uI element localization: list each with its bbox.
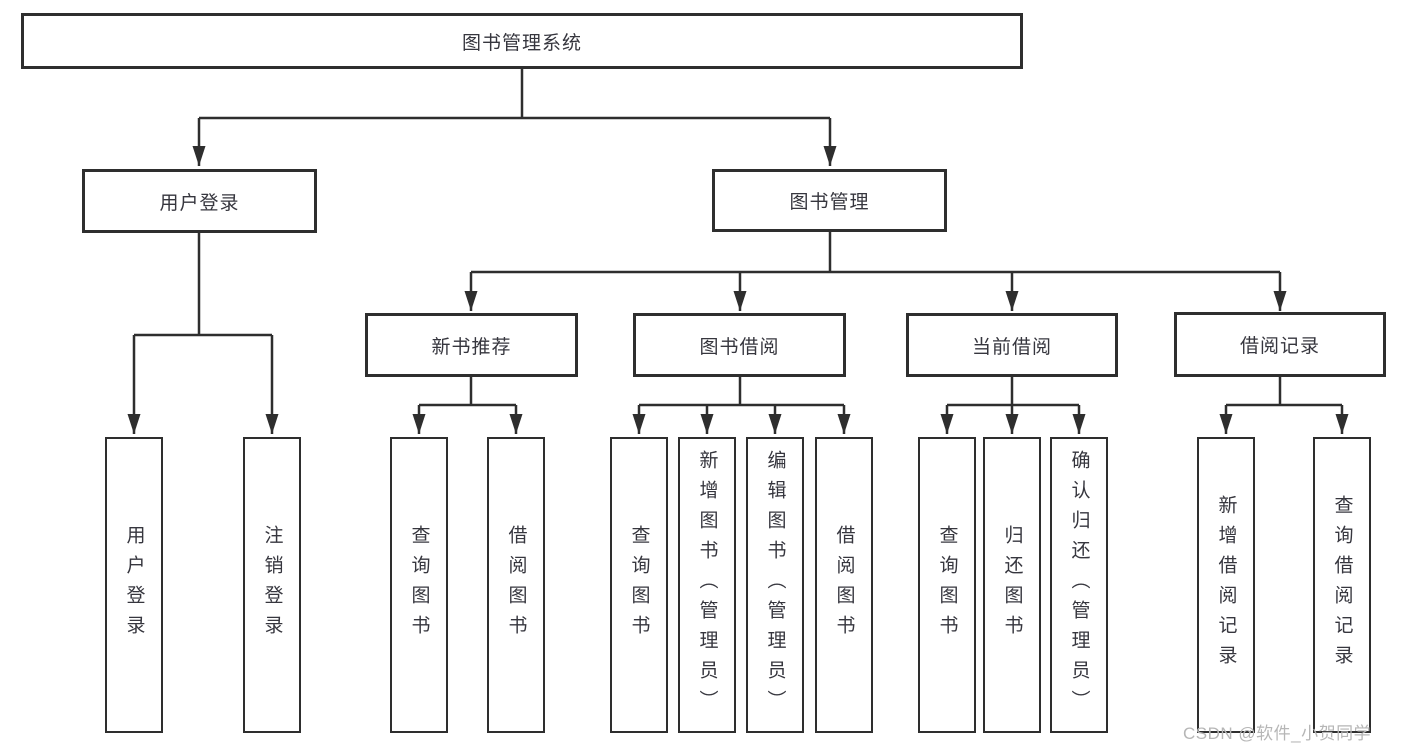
leaf-logout-label: 注销登录 [261,525,283,645]
leaf-add-books-admin: 新增图书（管理员） [678,437,736,733]
node-current-borrow-label: 当前借阅 [971,336,1052,358]
node-user-login: 用户登录 [82,169,317,233]
leaf-return-books: 归还图书 [983,437,1041,733]
leaf-confirm-return-admin: 确认归还（管理员） [1050,437,1108,733]
leaf-borrow-books-newrec-label: 借阅图书 [505,525,527,645]
leaf-add-borrow-record: 新增借阅记录 [1197,437,1255,733]
leaf-return-books-label: 归还图书 [1001,525,1023,645]
leaf-borrow-books-newrec: 借阅图书 [487,437,545,733]
leaf-borrow-books-borrow: 借阅图书 [815,437,873,733]
node-book-borrow-label: 图书借阅 [699,336,780,358]
leaf-add-books-admin-label: 新增图书（管理员） [696,450,718,720]
leaf-user-login-label: 用户登录 [123,525,145,645]
leaf-edit-books-admin: 编辑图书（管理员） [746,437,804,733]
leaf-user-login: 用户登录 [105,437,163,733]
leaf-query-books-borrow: 查询图书 [610,437,668,733]
leaf-query-books-current-label: 查询图书 [936,525,958,645]
leaf-query-books-current: 查询图书 [918,437,976,733]
leaf-add-borrow-record-label: 新增借阅记录 [1215,495,1237,675]
leaf-query-books-newrec-label: 查询图书 [408,525,430,645]
watermark: CSDN @软件_小贺同学 [1183,724,1372,743]
leaf-confirm-return-admin-label: 确认归还（管理员） [1068,450,1090,720]
node-root-label: 图书管理系统 [461,32,582,54]
leaf-edit-books-admin-label: 编辑图书（管理员） [764,450,786,720]
node-new-book-rec-label: 新书推荐 [431,336,512,358]
node-user-login-label: 用户登录 [159,192,240,214]
node-borrow-records-label: 借阅记录 [1239,336,1320,357]
node-new-book-rec: 新书推荐 [365,313,578,377]
node-root: 图书管理系统 [21,13,1023,69]
node-book-mgmt: 图书管理 [712,169,947,232]
leaf-query-books-borrow-label: 查询图书 [628,525,650,645]
leaf-borrow-books-borrow-label: 借阅图书 [833,525,855,645]
leaf-logout: 注销登录 [243,437,301,733]
node-current-borrow: 当前借阅 [906,313,1118,377]
node-book-mgmt-label: 图书管理 [789,192,870,213]
leaf-query-books-newrec: 查询图书 [390,437,448,733]
node-book-borrow: 图书借阅 [633,313,846,377]
leaf-query-borrow-record-label: 查询借阅记录 [1331,495,1353,675]
leaf-query-borrow-record: 查询借阅记录 [1313,437,1371,733]
node-borrow-records: 借阅记录 [1174,312,1386,377]
